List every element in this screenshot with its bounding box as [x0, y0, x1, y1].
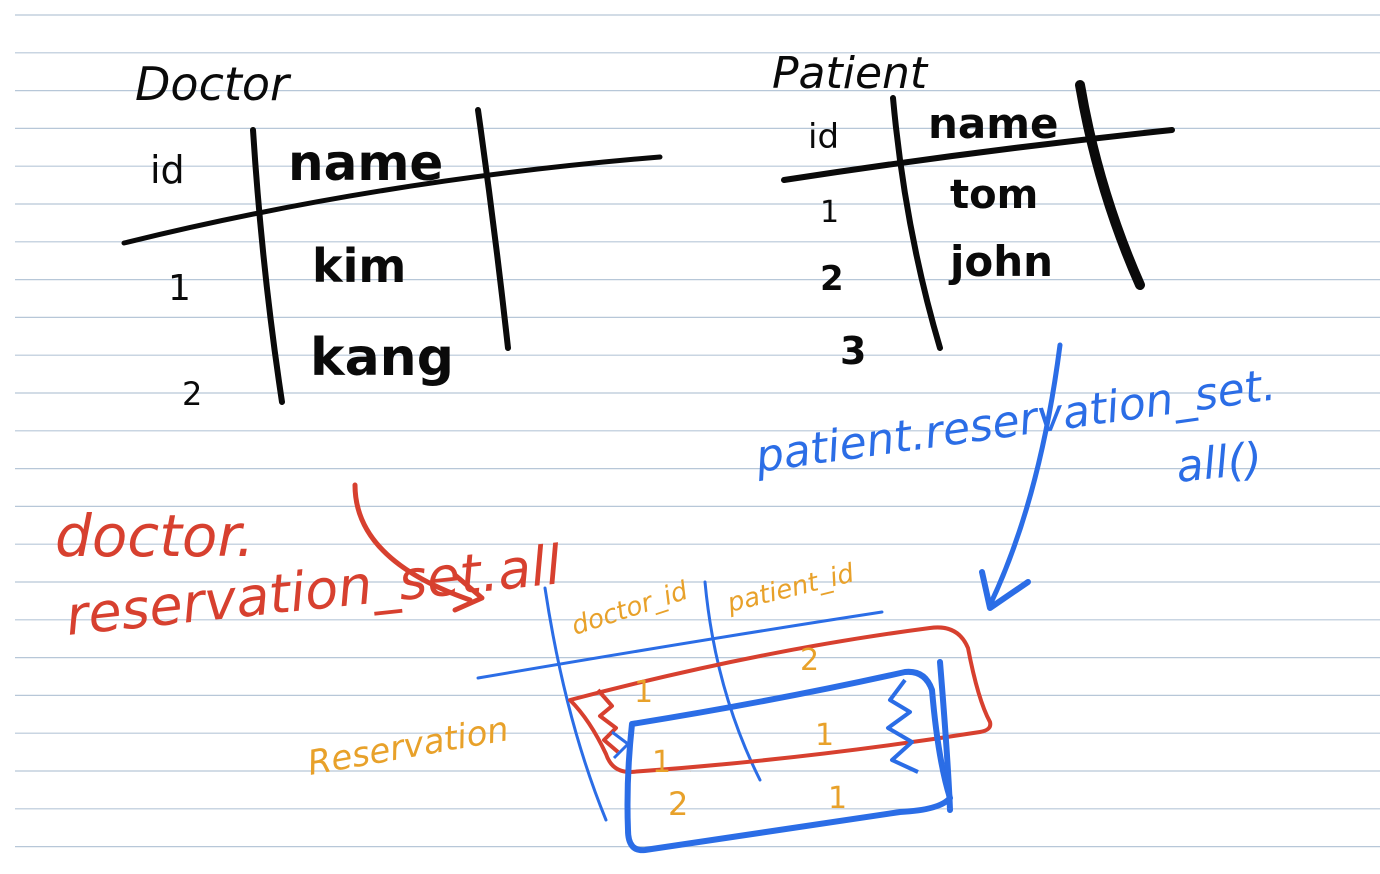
doctor-row-2-id: 2	[182, 375, 202, 413]
doctor-header-name: name	[288, 134, 443, 192]
doctor-arrow-head	[452, 572, 485, 613]
doctor-arrow-shaft	[352, 482, 473, 603]
patient-row-2-name: john	[948, 237, 1053, 286]
reservation-header-doctor-id: doctor_id	[568, 576, 692, 642]
doctor-table-right-border	[475, 107, 511, 351]
patient-column-divider	[890, 95, 943, 351]
reservation-row-2-patient-id: 1	[815, 718, 834, 753]
patient-highlight-box	[624, 668, 953, 854]
reservation-row-4-doctor-id: 2	[668, 785, 688, 823]
reservation-row-3-doctor-id: 1	[652, 745, 671, 780]
doctor-annotation-line1: doctor.	[55, 502, 254, 570]
reservation-row-1-patient-id: 2	[800, 643, 819, 678]
patient-row-1-id: 1	[820, 195, 839, 230]
reservation-row-3-patient-id: 1	[690, 771, 691, 773]
doctor-highlight-zigzag	[596, 688, 620, 754]
ruled-lines	[15, 14, 1380, 848]
doctor-row-2-name: kang	[310, 328, 454, 388]
reservation-row-4-patient-id: 1	[828, 781, 847, 816]
patient-arrow-shaft	[987, 342, 1063, 608]
reservation-header-rule	[476, 610, 884, 680]
reservation-column-divider	[703, 580, 762, 782]
reservation-title: Reservation	[305, 709, 512, 784]
doctor-header-id: id	[150, 148, 185, 192]
patient-annotation-line2: all()	[1174, 433, 1265, 493]
patient-arrow-head	[979, 569, 1031, 611]
patient-header-id: id	[808, 117, 839, 157]
patient-row-3-id: 3	[840, 329, 866, 373]
doctor-title: Doctor	[135, 57, 292, 111]
patient-table-right-border	[1075, 80, 1145, 290]
patient-header-rule	[781, 127, 1175, 183]
doctor-column-divider	[250, 127, 285, 405]
patient-title: Patient	[772, 48, 929, 99]
patient-highlight-left-mark	[611, 730, 630, 760]
doctor-annotation: doctor. reservation_set.all	[55, 482, 564, 648]
patient-row-1-name: tom	[950, 172, 1038, 218]
patient-row-2-id: 2	[820, 259, 844, 299]
doctor-row-1-name: kim	[312, 239, 406, 293]
patient-highlight-zigzag	[886, 678, 919, 774]
reservation-left-border	[543, 586, 608, 822]
doctor-highlight-box	[568, 625, 993, 774]
doctor-row-1-id: 1	[168, 268, 191, 309]
doctor-table: Doctor id name 1 kim 2 kang	[121, 57, 663, 413]
patient-table: Patient id name 1 tom 2 john 3	[772, 48, 1175, 373]
reservation-header-patient-id: patient_id	[723, 558, 857, 619]
reservation-row-2-doctor-id: 1	[634, 675, 653, 710]
patient-highlight-right-edge	[937, 659, 953, 813]
doctor-header-rule	[121, 154, 663, 246]
patient-annotation: patient.reservation_set. all()	[751, 342, 1279, 611]
patient-header-name: name	[928, 99, 1059, 148]
